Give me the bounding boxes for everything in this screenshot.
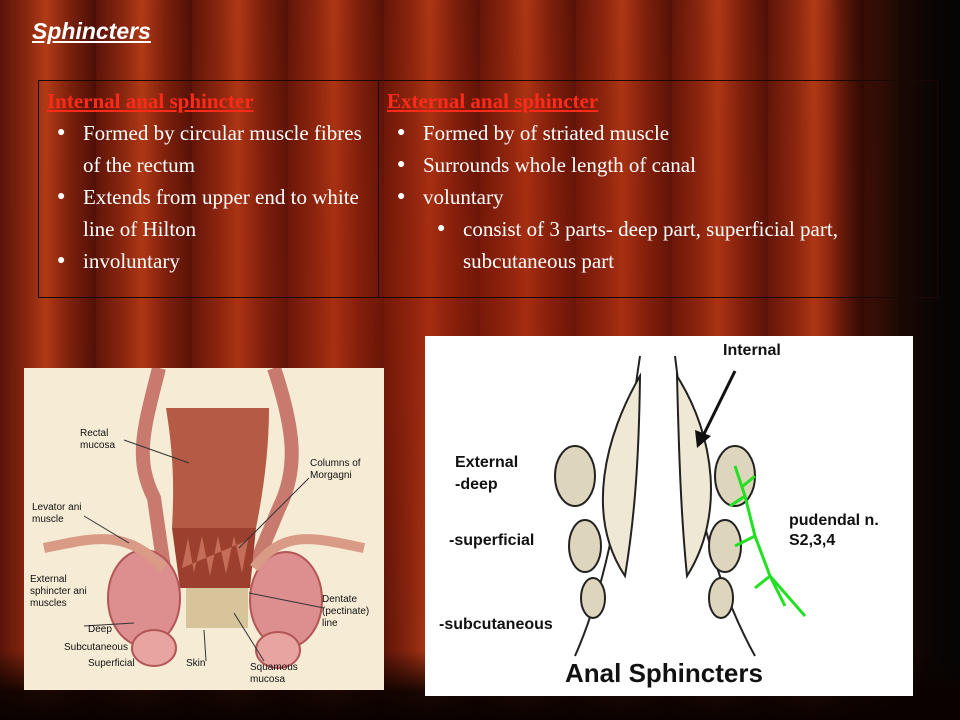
list-item-text: Surrounds whole length of canal — [423, 153, 696, 177]
list-item-text: Formed by circular muscle fibres of the … — [83, 121, 362, 177]
label-columns-of-morgagni: Columns of Morgagni — [310, 458, 361, 481]
label-levator-ani: Levator ani muscle — [32, 502, 82, 525]
list-item: ● Formed by of striated muscle — [387, 117, 929, 149]
bullet-icon: ● — [57, 253, 66, 268]
list-item: ● voluntary — [387, 181, 929, 213]
list-item: ● Surrounds whole length of canal — [387, 149, 929, 181]
label-external: External — [455, 454, 519, 471]
anal-canal-drawing — [24, 365, 384, 690]
sphincter-table: Internal anal sphincter ● Formed by circu… — [38, 80, 938, 298]
list-item-text: voluntary — [423, 185, 504, 209]
bullet-icon: ● — [397, 125, 406, 140]
label-superficial: Superficial — [88, 658, 135, 669]
label-external-sphincter: External sphincter ani muscles — [30, 574, 87, 609]
label-rectal-mucosa: Rectal mucosa — [80, 428, 116, 451]
list-item: ● Extends from upper end to white line of… — [47, 181, 370, 245]
list-item-text: Extends from upper end to white line of … — [83, 185, 359, 241]
label-subcutaneous: Subcutaneous — [64, 642, 128, 653]
anal-canal-illustration: Rectal mucosa Columns of Morgagni Levato… — [24, 365, 384, 690]
bullet-icon: ● — [437, 221, 446, 236]
list-item-text: involuntary — [83, 249, 180, 273]
list-item: ● Formed by circular muscle fibres of the… — [47, 117, 370, 181]
external-sphincter-column: External anal sphincter ● Formed by of st… — [379, 81, 937, 297]
anal-sphincters-diagram: Internal External -deep -superficial -su… — [425, 336, 913, 696]
diagram-caption: Anal Sphincters — [565, 658, 763, 688]
label-squamous-mucosa: Squamous mucosa — [250, 662, 298, 685]
anal-sphincters-drawing — [425, 336, 913, 696]
label-pudendal-nerve: pudendal n. — [789, 512, 879, 529]
list-subitem-text: consist of 3 parts- deep part, superfici… — [463, 217, 838, 273]
label-subcutaneous: -subcutaneous — [439, 616, 553, 633]
external-sphincter-heading: External anal sphincter — [387, 89, 599, 113]
label-nerve-segments: S2,3,4 — [789, 532, 836, 549]
internal-sphincter-list: ● Formed by circular muscle fibres of the… — [47, 117, 370, 277]
external-sphincter-list: ● Formed by of striated muscle ● Surrounds… — [387, 117, 929, 277]
label-deep: -deep — [455, 476, 498, 493]
internal-sphincter-column: Internal anal sphincter ● Formed by circu… — [39, 81, 379, 297]
bullet-icon: ● — [397, 189, 406, 204]
list-item: ● involuntary — [47, 245, 370, 277]
label-skin: Skin — [186, 658, 206, 669]
bullet-icon: ● — [57, 189, 66, 204]
list-subitem: ● consist of 3 parts- deep part, superfic… — [387, 213, 929, 277]
bullet-icon: ● — [57, 125, 66, 140]
internal-sphincter-heading: Internal anal sphincter — [47, 89, 254, 113]
label-deep: Deep — [88, 624, 112, 635]
label-superficial: -superficial — [449, 532, 535, 549]
list-item-text: Formed by of striated muscle — [423, 121, 670, 145]
slide-title: Sphincters — [32, 18, 151, 44]
bullet-icon: ● — [397, 157, 406, 172]
label-internal: Internal — [723, 342, 781, 359]
label-dentate-line: Dentate (pectinate) line — [322, 594, 370, 629]
